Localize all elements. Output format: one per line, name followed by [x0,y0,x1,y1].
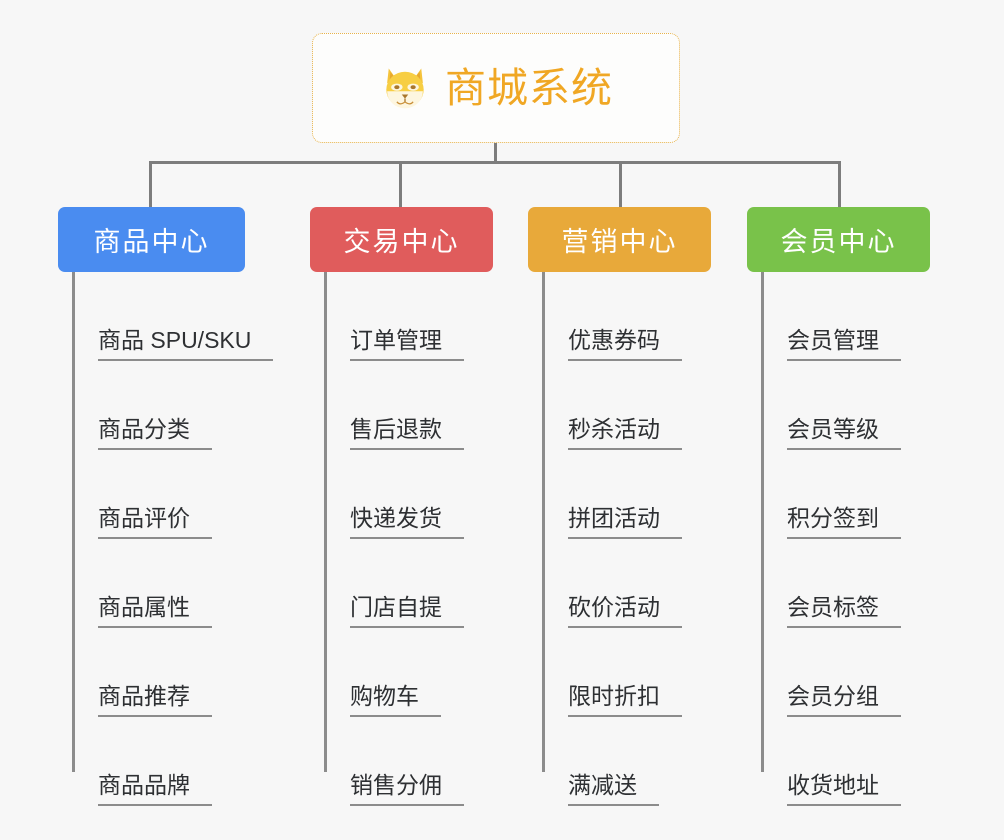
leaf-node[interactable]: 商品推荐 [72,628,245,717]
leaf-node[interactable]: 会员标签 [761,539,930,628]
leaf-label: 会员分组 [787,684,901,717]
leaf-node[interactable]: 门店自提 [324,539,493,628]
leaf-label: 销售分佣 [350,773,464,806]
leaf-node[interactable]: 购物车 [324,628,493,717]
leaf-spine-connector [72,272,75,772]
leaf-node[interactable]: 会员管理 [761,272,930,361]
leaf-node[interactable]: 售后退款 [324,361,493,450]
branch-drop-connector [399,161,402,207]
leaf-node[interactable]: 收货地址 [761,717,930,806]
leaf-label: 秒杀活动 [568,417,682,450]
leaf-node[interactable]: 会员等级 [761,361,930,450]
leaf-node[interactable]: 会员分组 [761,628,930,717]
root-stem-connector [494,143,497,163]
leaf-node[interactable]: 订单管理 [324,272,493,361]
leaf-label: 满减送 [568,773,659,806]
leaf-node[interactable]: 拼团活动 [542,450,711,539]
leaf-label: 商品属性 [98,595,212,628]
dog-face-icon [386,68,424,109]
branch-header[interactable]: 营销中心 [528,207,711,272]
branch-bus-connector [149,161,841,164]
leaf-label: 商品评价 [98,506,212,539]
leaf-label: 会员等级 [787,417,901,450]
leaf-spine-connector [324,272,327,772]
branch-leaf-list: 优惠券码秒杀活动拼团活动砍价活动限时折扣满减送 [542,272,711,806]
leaf-node[interactable]: 砍价活动 [542,539,711,628]
branch-drop-connector [619,161,622,207]
leaf-node[interactable]: 秒杀活动 [542,361,711,450]
leaf-label: 售后退款 [350,417,464,450]
leaf-label: 订单管理 [350,328,464,361]
branch-drop-connector [149,161,152,207]
leaf-label: 会员管理 [787,328,901,361]
leaf-label: 拼团活动 [568,506,682,539]
leaf-label: 商品品牌 [98,773,212,806]
leaf-node[interactable]: 商品评价 [72,450,245,539]
leaf-label: 门店自提 [350,595,464,628]
leaf-label: 快递发货 [350,506,464,539]
leaf-label: 限时折扣 [568,684,682,717]
branch-header[interactable]: 商品中心 [58,207,245,272]
leaf-node[interactable]: 商品品牌 [72,717,245,806]
leaf-node[interactable]: 销售分佣 [324,717,493,806]
branch-header[interactable]: 交易中心 [310,207,493,272]
leaf-node[interactable]: 商品 SPU/SKU [72,272,274,361]
leaf-label: 商品 SPU/SKU [98,328,274,361]
leaf-label: 购物车 [350,684,441,717]
leaf-node[interactable]: 优惠券码 [542,272,711,361]
root-title: 商城系统 [445,64,613,111]
branch-leaf-list: 商品 SPU/SKU 商品分类商品评价商品属性商品推荐商品品牌 [72,272,274,806]
leaf-node[interactable]: 快递发货 [324,450,493,539]
leaf-label: 积分签到 [787,506,901,539]
branch-column-4: 会员中心会员管理会员等级积分签到会员标签会员分组收货地址 [747,207,930,806]
branch-leaf-list: 订单管理售后退款快递发货门店自提购物车销售分佣 [324,272,493,806]
leaf-node[interactable]: 限时折扣 [542,628,711,717]
branch-column-2: 交易中心订单管理售后退款快递发货门店自提购物车销售分佣 [310,207,493,806]
root-node[interactable]: 商城系统 [312,33,680,143]
leaf-node[interactable]: 商品属性 [72,539,245,628]
leaf-spine-connector [542,272,545,772]
leaf-label: 商品分类 [98,417,212,450]
branch-column-1: 商品中心商品 SPU/SKU 商品分类商品评价商品属性商品推荐商品品牌 [58,207,274,806]
leaf-node[interactable]: 满减送 [542,717,711,806]
branch-drop-connector [838,161,841,207]
leaf-node[interactable]: 积分签到 [761,450,930,539]
leaf-label: 会员标签 [787,595,901,628]
branch-header[interactable]: 会员中心 [747,207,930,272]
leaf-label: 收货地址 [787,773,901,806]
branch-column-3: 营销中心优惠券码秒杀活动拼团活动砍价活动限时折扣满减送 [528,207,711,806]
leaf-label: 砍价活动 [568,595,682,628]
leaf-label: 优惠券码 [568,328,682,361]
branch-leaf-list: 会员管理会员等级积分签到会员标签会员分组收货地址 [761,272,930,806]
leaf-label: 商品推荐 [98,684,212,717]
leaf-node[interactable]: 商品分类 [72,361,245,450]
leaf-spine-connector [761,272,764,772]
